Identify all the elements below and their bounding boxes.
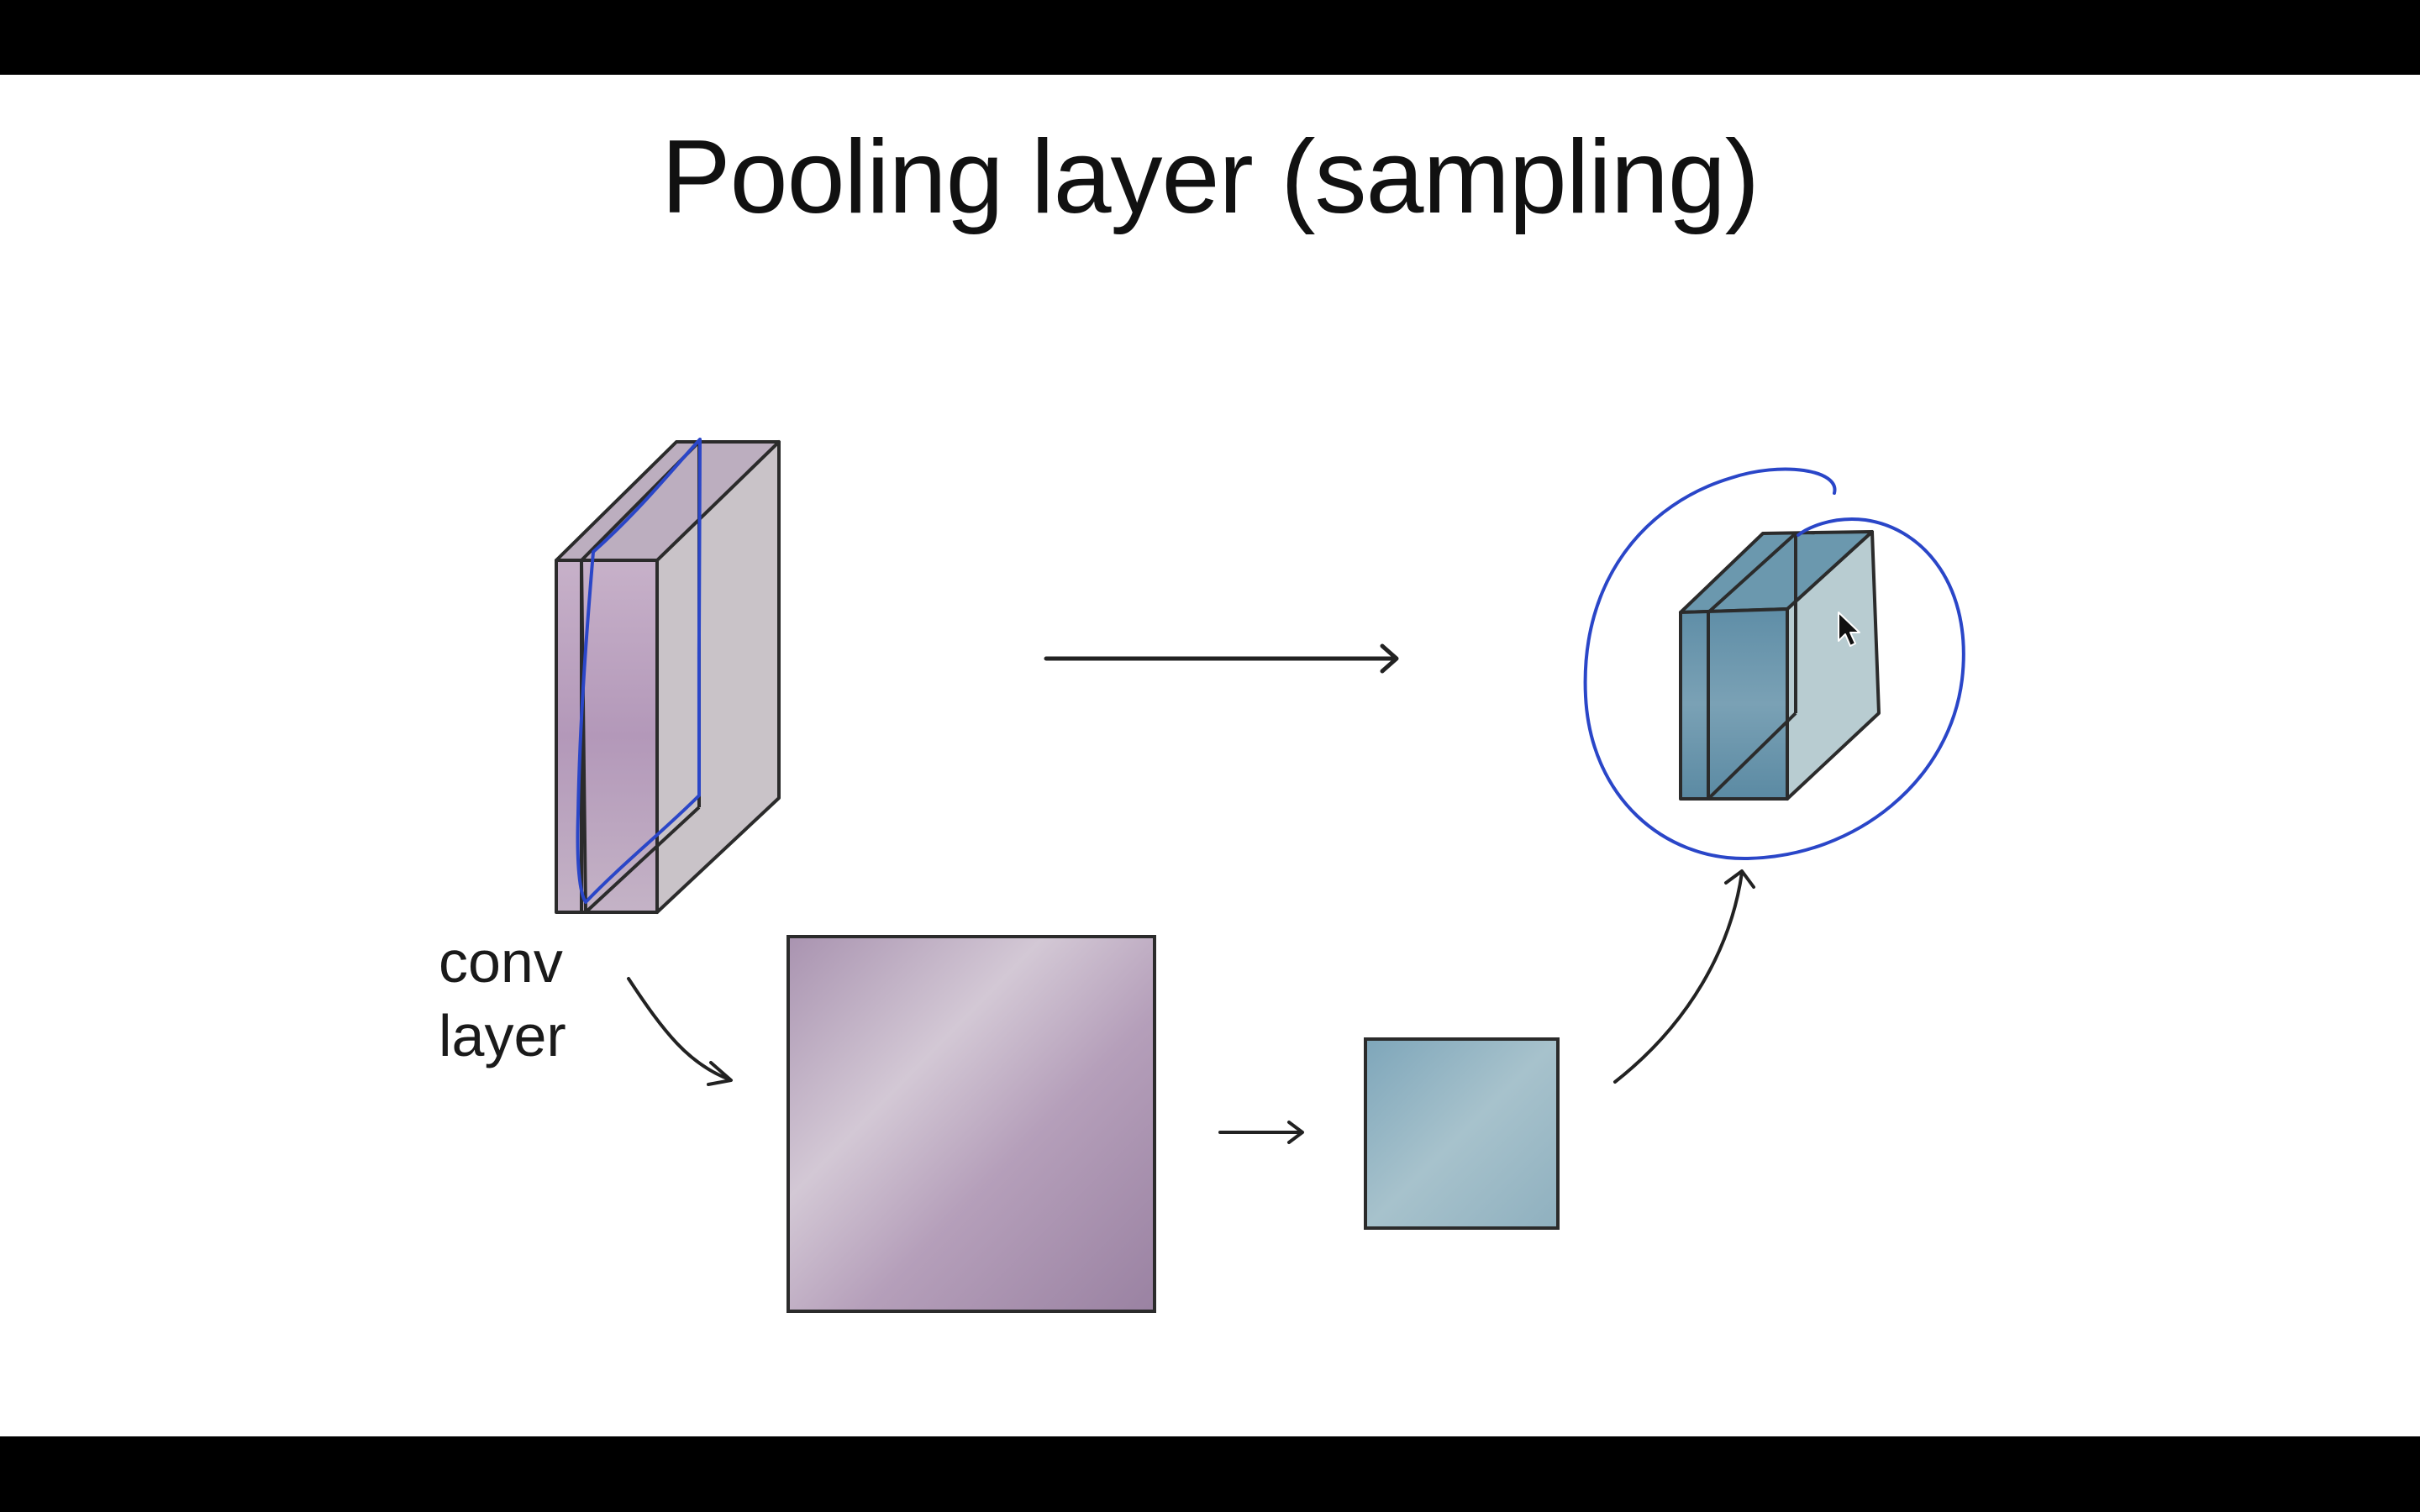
letterbox-top (0, 0, 2420, 75)
feature-map-square (786, 935, 1156, 1313)
pool-arrow (1218, 1121, 1304, 1144)
label-arrow (627, 977, 733, 1086)
pooled-circle-annotation (1583, 467, 1965, 861)
conv-layer-volume (555, 440, 781, 914)
stack-arrow (1613, 869, 1755, 1084)
slide: Pooling layer (sampling) (0, 75, 2420, 1436)
conv-label-line1: conv (439, 929, 563, 995)
slide-title: Pooling layer (sampling) (660, 119, 1760, 235)
conv-label-line2: layer (439, 1003, 566, 1068)
transform-arrow (1044, 643, 1399, 674)
slice-highlight-annotation (576, 438, 702, 904)
pooled-map-square (1364, 1037, 1560, 1230)
pooling-diagram: conv layer (439, 438, 1965, 1313)
mouse-pointer-icon (1838, 612, 1860, 647)
letterbox-bottom (0, 1436, 2420, 1512)
pooled-volume (1679, 530, 1881, 801)
